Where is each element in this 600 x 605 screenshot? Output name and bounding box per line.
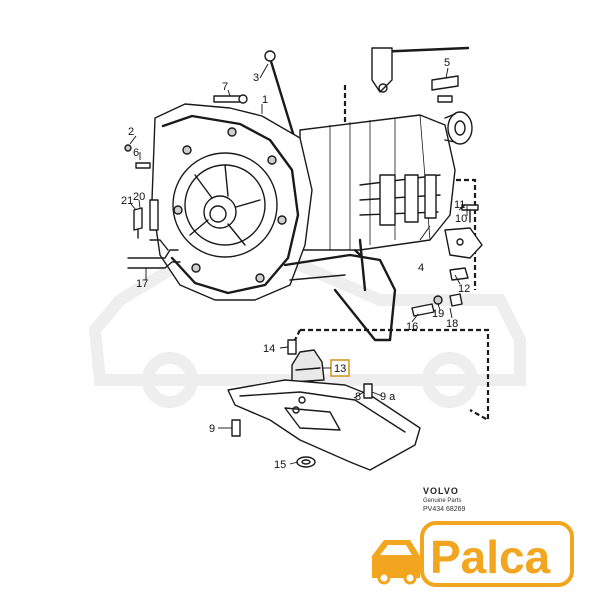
logo-frame bbox=[420, 521, 574, 587]
footer-subtitle: Genuine Parts bbox=[423, 498, 461, 504]
shift-linkage bbox=[371, 46, 470, 103]
parts-footer: VOLVO Genuine Parts PV434 68269 bbox=[423, 486, 466, 513]
callout-labels: 1 2 3 4 5 6 7 8 9 9 a 10 11 12 14 15 16 … bbox=[121, 57, 470, 471]
callout-10: 10 bbox=[455, 213, 467, 225]
logo-text: Palca bbox=[430, 531, 551, 583]
callout-1: 1 bbox=[262, 94, 268, 106]
lower-arm bbox=[283, 238, 397, 342]
callout-20: 20 bbox=[133, 191, 145, 203]
callout-17: 17 bbox=[136, 278, 148, 290]
callout-3: 3 bbox=[253, 72, 259, 84]
callout-6: 6 bbox=[133, 147, 139, 159]
callout-12: 12 bbox=[458, 283, 470, 295]
callout-9a: 9 a bbox=[380, 391, 396, 403]
callout-13: 13 bbox=[334, 363, 346, 375]
right-small-parts bbox=[411, 204, 483, 317]
callout-9: 9 bbox=[209, 423, 215, 435]
callout-14: 14 bbox=[263, 343, 275, 355]
callout-11: 11 bbox=[454, 199, 465, 211]
palca-logo: Palca bbox=[372, 521, 574, 587]
left-small-parts bbox=[124, 94, 248, 269]
callout-2: 2 bbox=[128, 126, 134, 138]
car-icon bbox=[372, 540, 420, 585]
callout-21: 21 bbox=[121, 195, 133, 207]
transmission-body bbox=[299, 111, 473, 251]
bell-housing bbox=[151, 103, 313, 301]
callout-4: 4 bbox=[418, 262, 424, 274]
callout-16: 16 bbox=[406, 321, 418, 333]
footer-brand: VOLVO bbox=[423, 486, 459, 496]
callout-18: 18 bbox=[446, 318, 458, 330]
leader-lines bbox=[129, 63, 468, 465]
callout-15: 15 bbox=[274, 459, 286, 471]
footer-code: PV434 68269 bbox=[423, 506, 466, 513]
callout-8: 8 bbox=[355, 391, 361, 403]
crossmember bbox=[227, 379, 421, 471]
callout-5: 5 bbox=[444, 57, 450, 69]
callout-7: 7 bbox=[222, 81, 228, 93]
callout-19: 19 bbox=[432, 308, 444, 320]
rubber-mount bbox=[287, 339, 325, 383]
